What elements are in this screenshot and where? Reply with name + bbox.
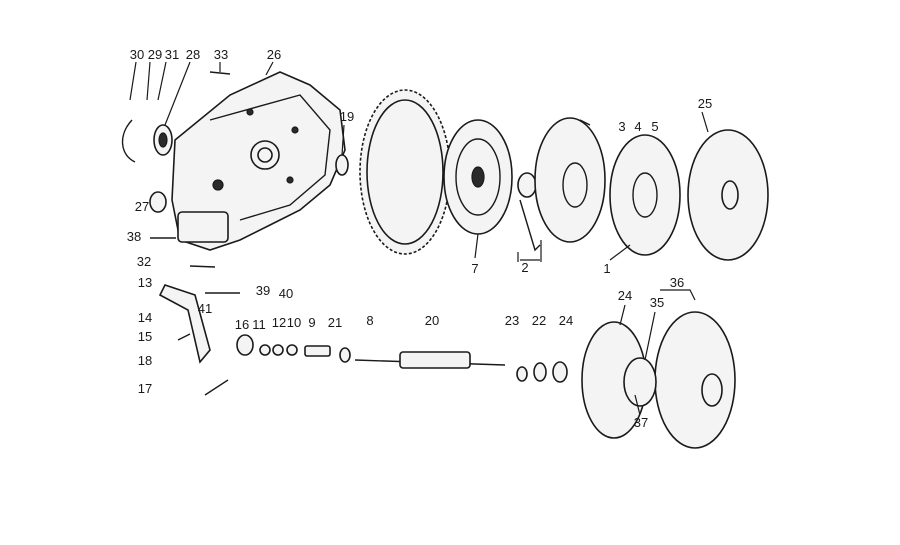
callout-24-lower: 24	[558, 313, 574, 328]
callout-25: 25	[697, 96, 713, 111]
clutch-disc-7	[443, 119, 513, 235]
small-components	[236, 334, 568, 383]
clutch-assembly-36	[581, 311, 736, 449]
callout-27: 27	[134, 199, 150, 214]
lever-13	[158, 284, 211, 364]
pressure-plate	[534, 117, 606, 243]
callout-41: 41	[197, 301, 213, 316]
callout-33: 33	[213, 47, 229, 62]
callout-23: 23	[504, 313, 520, 328]
callout-1: 1	[603, 261, 611, 276]
callout-13: 13	[137, 275, 153, 290]
release-lever-2	[517, 172, 541, 252]
callout-29: 29	[147, 47, 163, 62]
flywheel	[359, 89, 451, 255]
callout-26: 26	[266, 47, 282, 62]
callout-40: 40	[278, 286, 294, 301]
callout-35: 35	[649, 295, 665, 310]
callout-14: 14	[137, 310, 153, 325]
diaphragm-1	[609, 134, 681, 256]
callout-30: 30	[129, 47, 145, 62]
callout-5: 5	[651, 119, 659, 134]
seal-19	[335, 154, 349, 176]
bolts	[150, 71, 240, 396]
callout-17: 17	[137, 381, 153, 396]
leader-lines	[129, 61, 709, 416]
cap-27	[149, 191, 167, 213]
bell-housing	[171, 71, 346, 251]
callout-20: 20	[424, 313, 440, 328]
callout-28: 28	[185, 47, 201, 62]
callout-12: 12	[271, 315, 287, 330]
callout-31: 31	[164, 47, 180, 62]
bearing-28	[121, 119, 173, 163]
callout-37: 37	[633, 415, 649, 430]
callout-16: 16	[234, 317, 250, 332]
callout-2: 2	[521, 260, 529, 275]
callout-21: 21	[327, 315, 343, 330]
callout-36: 36	[669, 275, 685, 290]
callout-10: 10	[286, 315, 302, 330]
callout-3: 3	[618, 119, 626, 134]
cover-25	[687, 129, 769, 261]
callout-18: 18	[137, 353, 153, 368]
callout-8: 8	[366, 313, 374, 328]
callout-22: 22	[531, 313, 547, 328]
callout-11: 11	[252, 317, 266, 332]
callout-15: 15	[137, 329, 153, 344]
callout-4: 4	[634, 119, 642, 134]
callout-7: 7	[471, 261, 479, 276]
callout-24-upper: 24	[617, 288, 633, 303]
callout-38: 38	[126, 229, 142, 244]
shaft-assembly	[354, 351, 506, 369]
callout-19: 19	[339, 109, 355, 124]
callout-9: 9	[308, 315, 316, 330]
callout-39: 39	[255, 283, 271, 298]
callout-32: 32	[136, 254, 152, 269]
